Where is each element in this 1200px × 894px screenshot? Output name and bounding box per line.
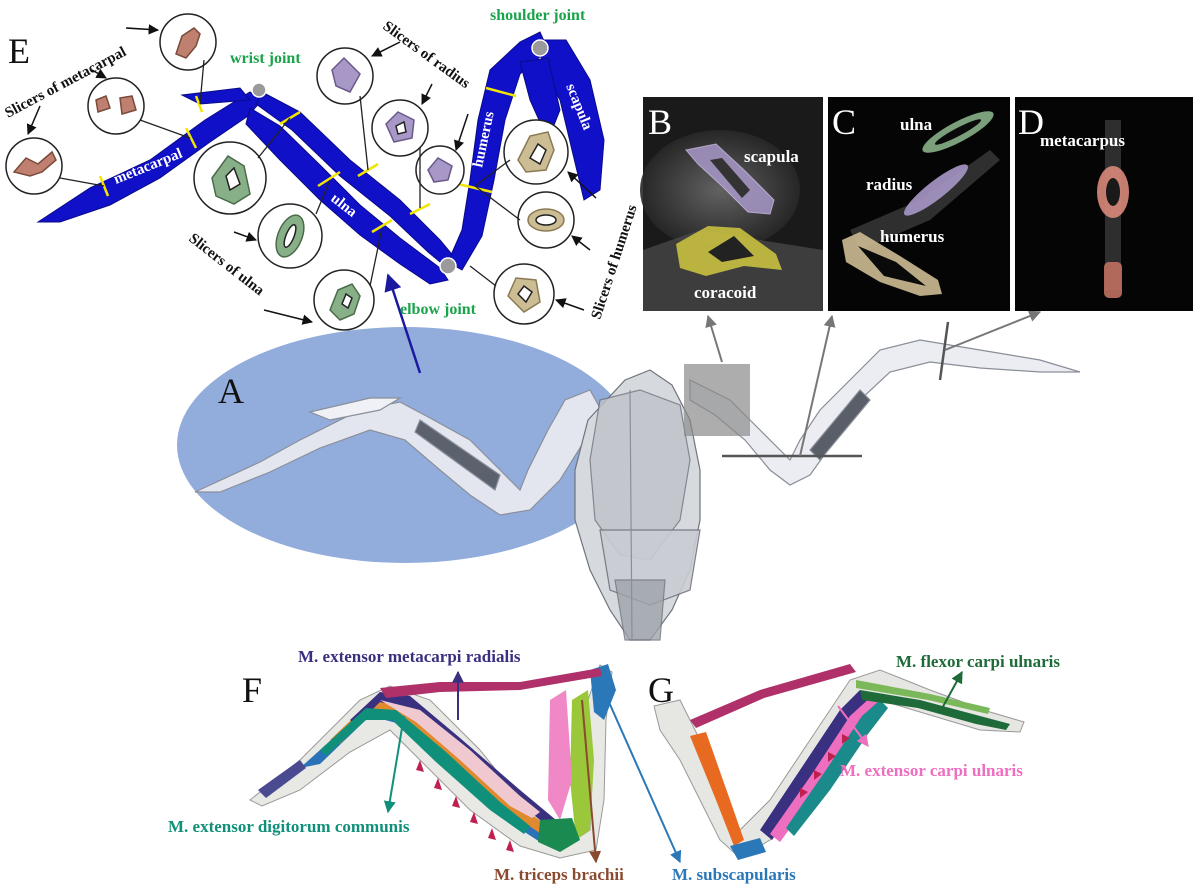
shoulder-joint-dot (531, 39, 549, 57)
radius-mask (903, 164, 969, 216)
arrow-to-e (384, 273, 422, 374)
bone-model (36, 31, 605, 285)
label-flexor: M. flexor carpi ulnaris (896, 652, 1060, 671)
panel-g: G M. flexor carpi ulnaris M. extensor ca… (648, 652, 1060, 860)
slice-d-line (938, 321, 950, 381)
label-d-metacarpus: metacarpus (1040, 131, 1125, 150)
slice-connectors (59, 59, 521, 287)
arrow-to-b (705, 314, 723, 363)
label-c-ulna: ulna (900, 115, 933, 134)
label-triceps: M. triceps brachii (494, 865, 624, 884)
metacarpal-slice-2 (87, 77, 145, 135)
slice-b-box (684, 364, 750, 436)
metacarpus-mask-2 (1104, 262, 1122, 298)
panel-b: B scapula coracoid (640, 97, 823, 311)
label-slicers-radius: Slicers of radius (380, 18, 473, 92)
left-wing-skeleton (194, 389, 601, 516)
panel-letter-f: F (242, 670, 262, 710)
label-elbow-joint: elbow joint (400, 301, 477, 318)
panel-letter-a: A (218, 371, 244, 411)
muscle-model-f (249, 664, 616, 859)
panel-a: A (177, 273, 1081, 641)
label-ext-digitorum: M. extensor digitorum communis (168, 817, 410, 836)
label-subscapularis: M. subscapularis (672, 865, 796, 884)
panel-letter-e: E (8, 31, 30, 71)
slice-circles (5, 13, 575, 331)
label-ext-carpi-ulnaris: M. extensor carpi ulnaris (840, 761, 1023, 780)
label-c-humerus: humerus (880, 227, 945, 246)
arrow-to-d (944, 310, 1042, 351)
label-ext-metacarpi: M. extensor metacarpi radialis (298, 647, 521, 666)
label-b-coracoid: coracoid (694, 283, 757, 302)
bone-metacarpal (36, 91, 263, 223)
label-slicers-humerus: Slicers of humerus (589, 203, 641, 321)
label-wrist-joint: wrist joint (230, 50, 301, 67)
panel-d: D metacarpus (1015, 97, 1193, 311)
label-shoulder-joint: shoulder joint (490, 7, 586, 24)
label-slicers-ulna: Slicers of ulna (186, 231, 268, 300)
bone-ulna (245, 107, 449, 285)
body-skeleton (574, 369, 701, 641)
panel-c: C ulna radius humerus (828, 97, 1010, 311)
arrow-to-c (799, 314, 836, 457)
panel-letter-b: B (648, 102, 672, 142)
wrist-joint-dot (251, 82, 267, 98)
feather-spikes-f (416, 760, 514, 852)
panel-e: E metacarpal radi (2, 7, 641, 331)
panel-letter-c: C (832, 102, 856, 142)
feather-spikes-g (800, 734, 850, 798)
label-c-radius: radius (866, 175, 913, 194)
panel-letter-d: D (1018, 102, 1044, 142)
panel-f: F M. extensor metacarpi radialis (168, 647, 796, 884)
label-b-scapula: scapula (744, 147, 799, 166)
elbow-joint-dot (439, 257, 457, 275)
